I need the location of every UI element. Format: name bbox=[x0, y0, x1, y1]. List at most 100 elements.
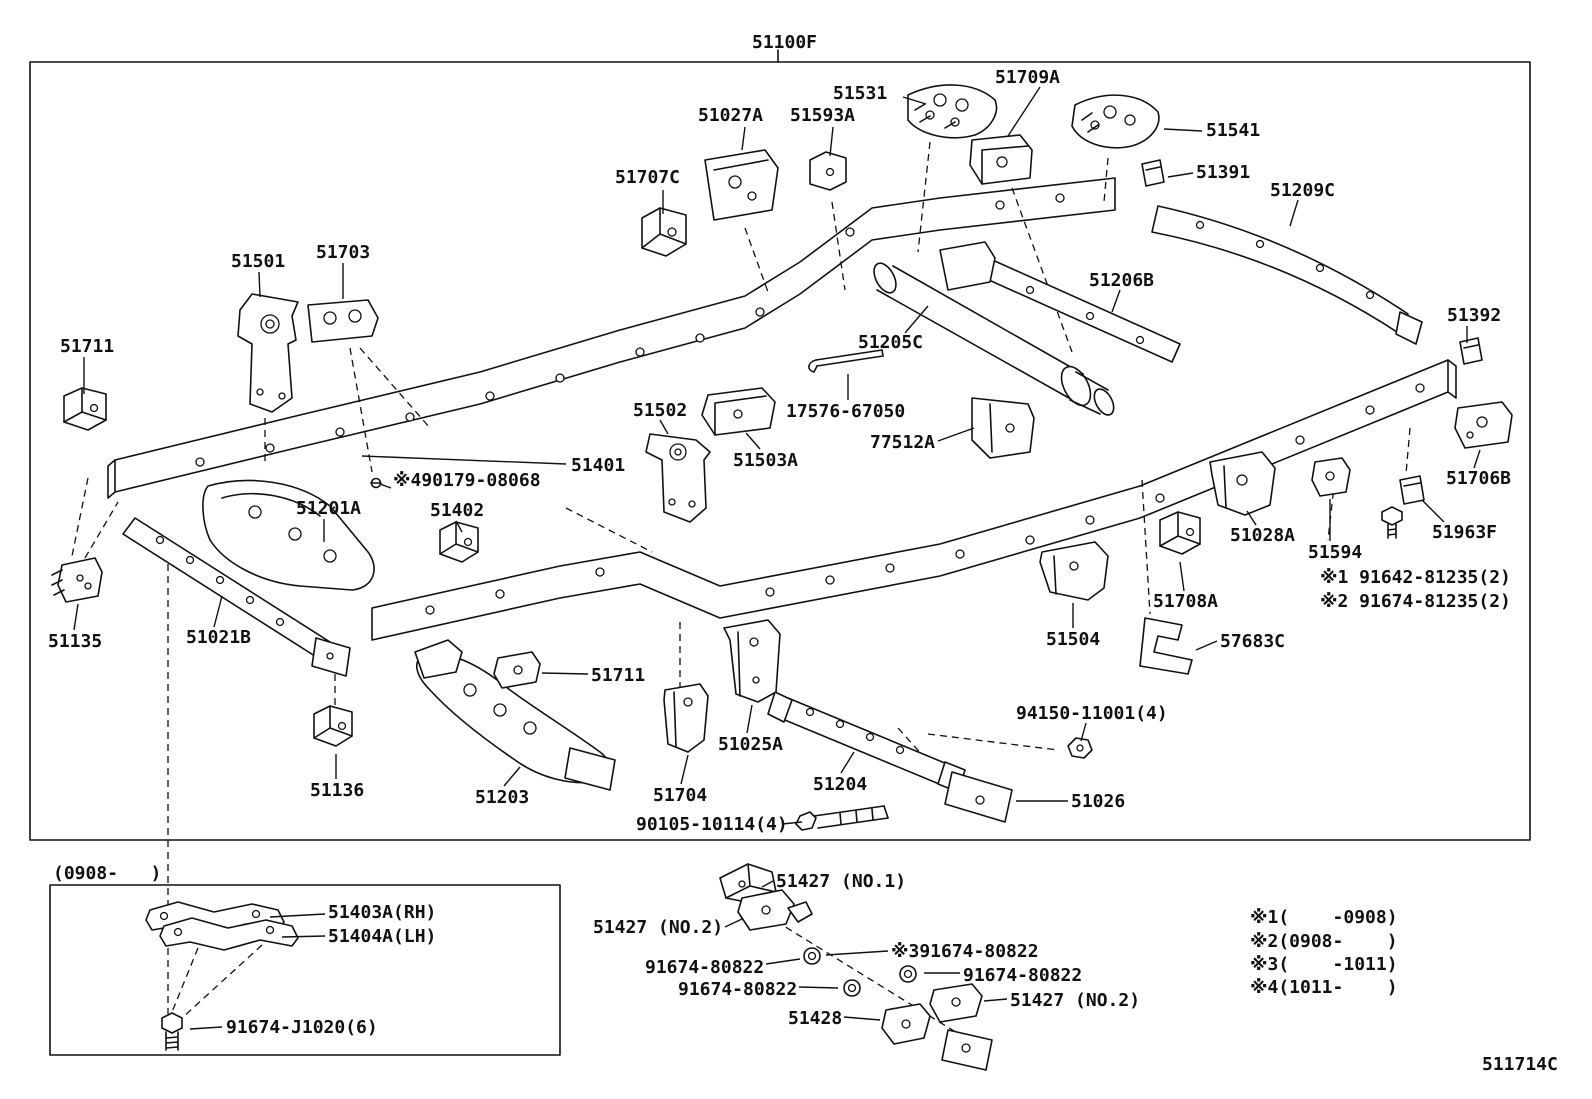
rear-crossmember-51209C bbox=[1151, 205, 1423, 345]
rod-17576-67050 bbox=[808, 349, 884, 373]
hook-57683C bbox=[1139, 617, 1193, 675]
part-label: 51706B bbox=[1446, 468, 1512, 489]
bracket-51027A bbox=[704, 149, 779, 221]
frame-rail-upper bbox=[107, 177, 1116, 499]
part-label: 51404A(LH) bbox=[328, 926, 437, 947]
part-label: 51136 bbox=[310, 780, 365, 801]
part-label: 51963F bbox=[1432, 522, 1498, 543]
part-label: 51201A bbox=[296, 498, 362, 519]
part-label: 51206B bbox=[1089, 270, 1155, 291]
part-label: 77512A bbox=[870, 432, 936, 453]
part-label: 51205C bbox=[858, 332, 924, 353]
bracket-51707C bbox=[641, 207, 687, 257]
main-frame-box bbox=[29, 49, 1531, 841]
bracket-51704 bbox=[663, 683, 709, 753]
clip-51391 bbox=[1141, 159, 1165, 187]
assembly-label: 51100F bbox=[752, 32, 818, 53]
part-label: ※391674-80822 bbox=[891, 941, 1039, 962]
part-label: ※1 91642-81235(2) bbox=[1320, 567, 1511, 588]
part-label: 51428 bbox=[788, 1008, 843, 1029]
bolt-90105 bbox=[795, 805, 889, 831]
part-label: 51594 bbox=[1308, 542, 1363, 563]
part-label: 51209C bbox=[1270, 180, 1336, 201]
part-label: 51427 (NO.1) bbox=[776, 871, 907, 892]
bracket-51711-front bbox=[63, 387, 107, 431]
bracket-51402 bbox=[439, 521, 479, 563]
bracket-51025A bbox=[723, 619, 781, 703]
inset-date-range: (0908- ) bbox=[53, 863, 162, 884]
part-label: 51391 bbox=[1196, 162, 1251, 183]
member-51021B bbox=[122, 517, 351, 677]
part-label: 51401 bbox=[571, 455, 626, 476]
clip-51963F bbox=[1381, 475, 1425, 539]
bracket-51709A bbox=[969, 134, 1033, 185]
part-label: 51135 bbox=[48, 631, 103, 652]
part-label: ※490179-08068 bbox=[393, 470, 541, 491]
part-label: 51703 bbox=[316, 242, 371, 263]
part-label: 51204 bbox=[813, 774, 868, 795]
bracket-51501 bbox=[237, 293, 299, 413]
note: ※2(0908- ) bbox=[1250, 931, 1398, 952]
part-label: 51531 bbox=[833, 83, 888, 104]
clip-51392 bbox=[1459, 337, 1483, 365]
doc-code: 511714C bbox=[1482, 1054, 1558, 1075]
bracket-51593A bbox=[809, 151, 847, 191]
part-label: 51026 bbox=[1071, 791, 1126, 812]
bracket-51708A bbox=[1159, 511, 1201, 555]
part-label: 51402 bbox=[430, 500, 485, 521]
part-label: 17576-67050 bbox=[786, 401, 906, 422]
part-label: 51021B bbox=[186, 627, 252, 648]
part-label: 91674-80822 bbox=[963, 965, 1083, 986]
part-label: 51025A bbox=[718, 734, 784, 755]
crossmember-51206B bbox=[939, 241, 1181, 363]
crossmember-51204 bbox=[767, 691, 966, 793]
part-label: 51203 bbox=[475, 787, 530, 808]
part-label: 94150-11001(4) bbox=[1016, 703, 1168, 724]
part-label: 51704 bbox=[653, 785, 708, 806]
suspension-member-51203 bbox=[414, 639, 616, 791]
nut-94150 bbox=[1067, 737, 1093, 759]
bracket-51028A bbox=[1209, 451, 1276, 516]
part-label: 51427 (NO.2) bbox=[1010, 990, 1141, 1011]
part-label: 91674-J1020(6) bbox=[226, 1017, 378, 1038]
bracket-51135 bbox=[51, 557, 103, 603]
part-label: 51709A bbox=[995, 67, 1061, 88]
inset-box bbox=[49, 884, 561, 1056]
part-label: 51501 bbox=[231, 251, 286, 272]
bracket-51503A bbox=[701, 387, 776, 436]
part-label: ※2 91674-81235(2) bbox=[1320, 591, 1511, 612]
part-label: 90105-10114(4) bbox=[636, 814, 788, 835]
note: ※4(1011- ) bbox=[1250, 977, 1398, 998]
inset-parts bbox=[145, 901, 299, 1051]
construction-lines bbox=[71, 141, 1411, 1053]
note: ※3( -1011) bbox=[1250, 954, 1398, 975]
stabilizer-cluster bbox=[719, 863, 993, 1071]
part-label: 51593A bbox=[790, 105, 856, 126]
frame-head-51201A bbox=[202, 479, 375, 591]
part-label: 51708A bbox=[1153, 591, 1219, 612]
part-label: 51427 (NO.2) bbox=[593, 917, 724, 938]
bracket-51594 bbox=[1311, 457, 1351, 497]
part-label: 91674-80822 bbox=[645, 957, 765, 978]
crossmember-tube-51205C bbox=[873, 262, 1115, 416]
part-label: 91674-80822 bbox=[678, 979, 798, 1000]
part-label: 51711 bbox=[591, 665, 646, 686]
part-label: 51504 bbox=[1046, 629, 1101, 650]
plate-51531 bbox=[907, 84, 998, 139]
part-label: 57683C bbox=[1220, 631, 1286, 652]
bracket-51504 bbox=[1039, 541, 1109, 601]
bracket-51703 bbox=[307, 299, 379, 343]
screw-490179 bbox=[370, 477, 382, 489]
part-label: 51707C bbox=[615, 167, 681, 188]
bracket-51711-mid bbox=[493, 651, 541, 689]
bracket-77512A bbox=[971, 397, 1035, 459]
part-label: 51541 bbox=[1206, 120, 1261, 141]
part-label: 51028A bbox=[1230, 525, 1296, 546]
part-label: 51392 bbox=[1447, 305, 1502, 326]
part-label: 51711 bbox=[60, 336, 115, 357]
bracket-51136 bbox=[313, 705, 353, 747]
leader-lines bbox=[73, 86, 1481, 1030]
